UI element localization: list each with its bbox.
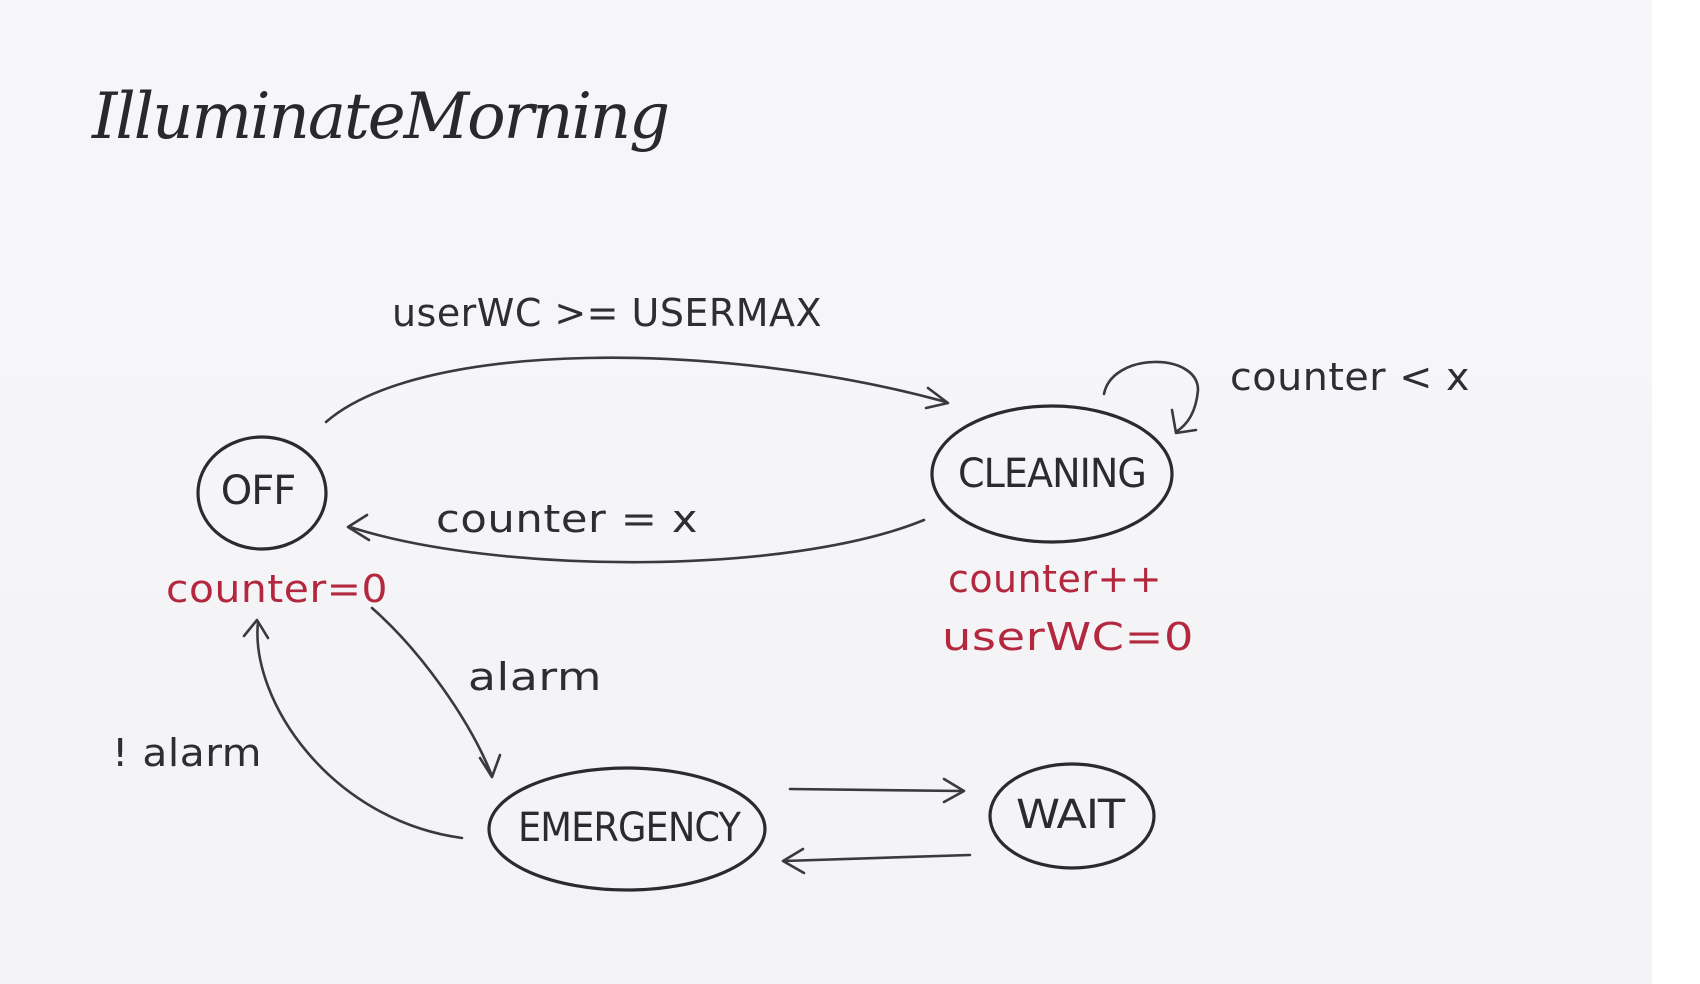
edge-off-to-cleaning: userWC >= USERMAX bbox=[324, 291, 950, 424]
edge-cleaning-self-loop: counter < x bbox=[1102, 355, 1470, 435]
edge-emergency-to-off-label: ! alarm bbox=[112, 731, 262, 775]
state-cleaning-label: CLEANING bbox=[958, 451, 1146, 497]
edge-emergency-to-wait bbox=[788, 777, 966, 804]
edge-cleaning-self-loop-label: counter < x bbox=[1230, 355, 1470, 399]
state-emergency: EMERGENCY bbox=[487, 766, 767, 892]
edge-off-to-cleaning-arrowhead bbox=[924, 386, 950, 410]
state-wait: WAIT bbox=[988, 762, 1156, 870]
edge-cleaning-to-off-arrowhead bbox=[346, 513, 371, 542]
state-off: OFF bbox=[196, 435, 328, 551]
state-wait-ellipse bbox=[988, 762, 1156, 870]
state-off-ellipse bbox=[196, 435, 328, 551]
action-cleaning-userwc-reset: userWC=0 bbox=[942, 615, 1194, 659]
diagram-title: IlluminateMorning bbox=[91, 80, 668, 154]
edge-off-to-cleaning-line bbox=[324, 356, 948, 424]
edge-off-to-cleaning-label: userWC >= USERMAX bbox=[392, 291, 822, 335]
edge-cleaning-to-off-line bbox=[348, 518, 926, 564]
edge-wait-to-emergency-line bbox=[782, 853, 972, 863]
edge-emergency-to-off-arrowhead bbox=[242, 618, 270, 640]
edge-cleaning-to-off: counter = x bbox=[346, 497, 926, 564]
edge-emergency-to-off-line bbox=[256, 620, 464, 840]
action-cleaning-counter-increment: counter++ bbox=[948, 557, 1162, 601]
edge-off-to-emergency-label: alarm bbox=[468, 655, 602, 699]
state-emergency-ellipse bbox=[487, 766, 767, 892]
state-cleaning-ellipse bbox=[930, 404, 1174, 544]
edge-cleaning-self-loop-arrowhead bbox=[1170, 408, 1198, 435]
state-emergency-label: EMERGENCY bbox=[518, 805, 741, 851]
edge-emergency-to-off: ! alarm bbox=[112, 618, 464, 840]
edge-off-to-emergency-line bbox=[370, 606, 494, 778]
edge-cleaning-self-loop-line bbox=[1102, 360, 1200, 434]
edge-emergency-to-wait-arrowhead bbox=[942, 777, 966, 804]
state-wait-label: WAIT bbox=[1016, 792, 1126, 838]
edge-wait-to-emergency bbox=[781, 847, 972, 875]
edge-cleaning-to-off-label: counter = x bbox=[436, 497, 698, 541]
edge-off-to-emergency-arrowhead bbox=[478, 753, 502, 779]
edge-wait-to-emergency-arrowhead bbox=[781, 847, 806, 875]
edge-off-to-emergency: alarm bbox=[370, 606, 602, 779]
edge-emergency-to-wait-line bbox=[788, 787, 964, 793]
action-off-counter-reset: counter=0 bbox=[166, 567, 388, 611]
state-off-label: OFF bbox=[221, 468, 296, 514]
state-cleaning: CLEANING bbox=[930, 404, 1174, 544]
paper-edge bbox=[1652, 0, 1700, 984]
